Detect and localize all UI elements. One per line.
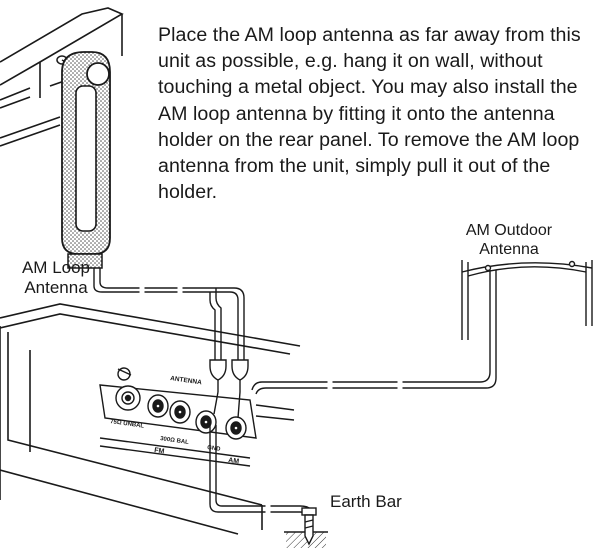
receiver-unit bbox=[0, 303, 301, 535]
panel-label-gnd: GND bbox=[207, 445, 222, 453]
panel-labels: ANTENNA 75Ω UNBAL 300Ω BAL GND FM AM bbox=[110, 375, 240, 465]
loop-antenna-lead-wire bbox=[93, 268, 245, 360]
earth-bar-label: Earth Bar bbox=[330, 492, 402, 511]
am-loop-antenna-label-line2: Antenna bbox=[24, 278, 88, 297]
rear-panel-terminals bbox=[99, 367, 257, 467]
panel-label-antenna: ANTENNA bbox=[170, 375, 203, 386]
am-loop-antenna-label-line1: AM Loop bbox=[21, 258, 91, 277]
am-outdoor-antenna-icon bbox=[251, 260, 593, 395]
spade-lugs bbox=[209, 359, 249, 392]
panel-label-am: AM bbox=[228, 457, 240, 465]
am-outdoor-antenna-label-line2: Antenna bbox=[479, 241, 539, 258]
earth-wire bbox=[209, 425, 313, 517]
am-loop-antenna-label: AM Loop Antenna bbox=[8, 258, 104, 298]
am-outdoor-antenna-label-line1: AM Outdoor bbox=[465, 222, 553, 239]
panel-label-fm: FM bbox=[154, 447, 165, 455]
instruction-text: Place the AM loop antenna as far away fr… bbox=[158, 24, 581, 204]
earth-bar-icon bbox=[284, 507, 328, 548]
panel-label-fm-75: 75Ω UNBAL bbox=[110, 419, 145, 430]
am-outdoor-antenna-label: AM Outdoor Antenna bbox=[434, 221, 584, 259]
am-loop-antenna-icon bbox=[61, 51, 111, 269]
panel-label-fm-300: 300Ω BAL bbox=[160, 436, 190, 446]
